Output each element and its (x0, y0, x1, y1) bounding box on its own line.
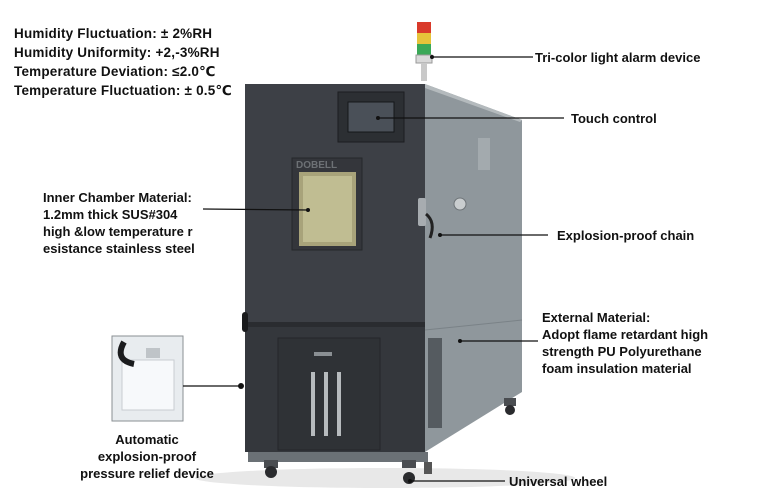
universal-wheel-left-front (264, 460, 278, 478)
spec-humidity-uniformity: Humidity Uniformity: +2,-3%RH (14, 45, 220, 60)
vent-slot-1 (311, 372, 315, 436)
relief-line-2: explosion-proof (97, 449, 197, 464)
side-seam (424, 319, 523, 331)
inner-line-2: 1.2mm thick SUS#304 (43, 207, 178, 222)
cabinet-base (248, 452, 428, 462)
callout-pressure-relief: Automatic explosion-proof pressure relie… (62, 431, 232, 482)
spec-temperature-deviation: Temperature Deviation: ≤2.0℃ (14, 64, 216, 79)
leader-lines (183, 56, 564, 482)
cabinet-divider (245, 322, 425, 327)
callout-universal-wheel: Universal wheel (509, 474, 608, 489)
cabinet-side-panel (425, 84, 522, 452)
inner-chamber-glass (303, 176, 352, 242)
inner-line-3: high &low temperature r (43, 224, 193, 239)
cabinet-top-edge (425, 84, 522, 122)
leader-dots (238, 55, 462, 483)
side-port (453, 197, 467, 211)
lower-door (277, 337, 381, 451)
inner-line-1: Inner Chamber Material: (43, 190, 192, 205)
callout-touch-control: Touch control (571, 111, 657, 126)
vent-slot-2 (324, 372, 328, 436)
external-line-4: foam insulation material (542, 361, 692, 376)
relief-line-1: Automatic (115, 432, 179, 447)
touch-control-screen (347, 101, 395, 133)
floor-shadow (195, 468, 575, 488)
universal-wheel-rear (504, 398, 516, 415)
relief-device-label (146, 348, 160, 358)
tri-color-alarm-light (415, 22, 433, 81)
external-line-3: strength PU Polyurethane (542, 344, 702, 359)
callout-alarm: Tri-color light alarm device (535, 50, 701, 65)
inner-line-4: esistance stainless steel (43, 241, 195, 256)
foot-leveler (424, 462, 432, 474)
callout-inner-chamber: Inner Chamber Material: 1.2mm thick SUS#… (43, 189, 195, 257)
spec-temperature-fluctuation: Temperature Fluctuation: ± 0.5℃ (14, 83, 232, 98)
vent-slot-3 (337, 372, 341, 436)
spec-humidity-fluctuation: Humidity Fluctuation: ± 2%RH (14, 26, 213, 41)
callout-explosion-proof-chain: Explosion-proof chain (557, 228, 695, 243)
relief-device-plate (121, 359, 175, 411)
explosion-proof-chain (424, 212, 434, 239)
relief-device-cable (117, 340, 135, 367)
relief-port (242, 312, 248, 332)
relief-line-3: pressure relief device (80, 466, 214, 481)
lower-door-handle (314, 352, 332, 356)
external-line-2: Adopt flame retardant high (542, 327, 709, 342)
door-handle (418, 198, 426, 226)
brand-logo: DOBELL (296, 160, 337, 171)
side-electric-panel (428, 338, 442, 428)
callout-external-material: External Material: Adopt flame retardant… (542, 309, 708, 377)
external-line-1: External Material: (542, 310, 651, 325)
side-vent (478, 138, 490, 170)
